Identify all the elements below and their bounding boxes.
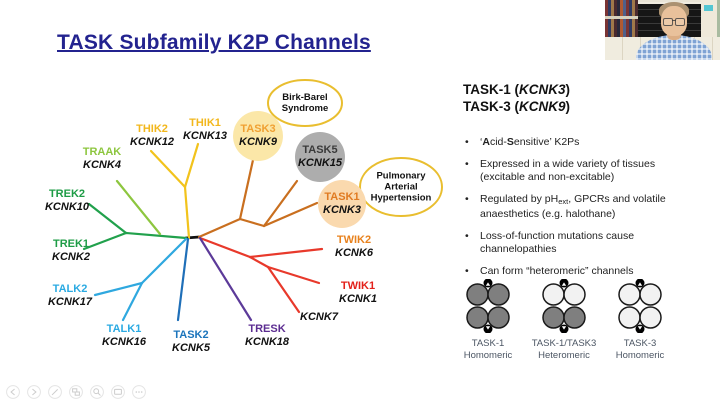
bullet-item: •Regulated by pHext, GPCRs and volatile … [465, 193, 666, 220]
bullet-item: •Loss-of-function mutations cause channe… [465, 230, 635, 255]
zoom-into-slide-icon [90, 385, 104, 399]
panel-heading-line: TASK-1 (KCNK3) [463, 82, 571, 97]
pen-tools-button[interactable] [48, 385, 62, 399]
bullet-item: •‘Acid-Sensitive’ K2Ps [465, 136, 580, 148]
next-slide-button[interactable] [27, 385, 41, 399]
pen-tools-icon [48, 385, 62, 399]
more-options-icon [132, 385, 146, 399]
bullet-item: •Expressed in a wide variety of tissues … [465, 158, 656, 183]
presenter-face [661, 6, 687, 36]
panel-heading-line: TASK-3 (KCNK9) [463, 98, 571, 114]
bookshelf-books [605, 0, 638, 37]
previous-slide-icon [6, 385, 20, 399]
wall-strip [717, 0, 720, 60]
glasses-icon [663, 18, 685, 26]
next-slide-icon [27, 385, 41, 399]
presenter-toolbar [6, 385, 146, 399]
display-settings-button[interactable] [111, 385, 125, 399]
shelf-ornament [704, 5, 713, 11]
previous-slide-button[interactable] [6, 385, 20, 399]
see-all-slides-button[interactable] [69, 385, 83, 399]
see-all-slides-icon [69, 385, 83, 399]
display-settings-icon [111, 385, 125, 399]
slide-title: TASK Subfamily K2P Channels [57, 31, 371, 54]
presenter-webcam-video[interactable] [605, 0, 720, 60]
bullet-list: •‘Acid-Sensitive’ K2Ps •Expressed in a wi… [463, 136, 687, 287]
bullet-item: •Can form “heteromeric” channels [465, 265, 634, 277]
more-options-button[interactable] [132, 385, 146, 399]
panel-heading: TASK-1 (KCNK3)TASK-3 (KCNK9) [463, 82, 570, 115]
zoom-into-slide-button[interactable] [90, 385, 104, 399]
